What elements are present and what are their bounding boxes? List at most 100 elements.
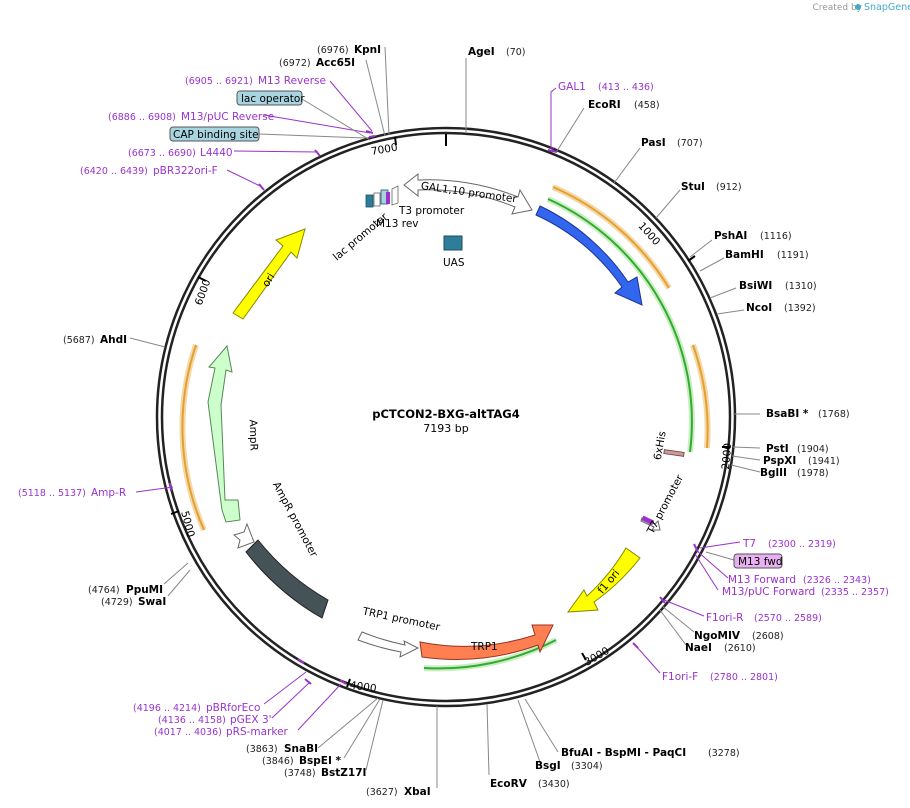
site-psti-pos: (1904) — [797, 444, 829, 455]
primer-pbr322ori-f-range: (6420 .. 6439) — [80, 166, 148, 177]
orange-track-2 — [692, 344, 709, 449]
site-ngomiv: NgoMIV — [694, 630, 741, 642]
feature-trp1-promoter — [357, 631, 420, 658]
site-ecori-pos: (458) — [634, 100, 660, 111]
site-bspei-pos: (3846) — [262, 756, 294, 767]
primer-gal1-range: (413 .. 436) — [598, 82, 654, 93]
tick-label-3000: 3000 — [582, 645, 611, 669]
tick-label-7000: 7000 — [370, 142, 398, 158]
boxed-label-cap-binding-site-text: CAP binding site — [173, 129, 259, 141]
primer-m13-forward: M13 Forward — [728, 574, 796, 586]
green-track-1 — [547, 198, 693, 453]
site-pspxi: PspXI — [763, 455, 796, 467]
tick-label-1000: 1000 — [636, 220, 663, 248]
feature-label-ampr: AmpR — [247, 419, 260, 451]
boxed-label-lac-operator: lac operator — [236, 90, 305, 106]
site-ncoi: NcoI — [746, 302, 772, 314]
site-bsiwi-pos: (1310) — [785, 281, 817, 292]
feature-t3-promoter-marker — [391, 185, 399, 206]
site-stui: StuI — [681, 181, 705, 193]
primer-m13-puc-forward-range: (2335 .. 2357) — [821, 587, 889, 598]
site-ecori: EcoRI — [588, 99, 621, 111]
plasmid-length: 7193 bp — [423, 422, 468, 435]
site-acc65i: Acc65I — [316, 57, 355, 69]
feature-m13-rev-marker — [386, 192, 390, 204]
site-swai-pos: (4729) — [101, 597, 133, 608]
site-naei: NaeI — [685, 642, 712, 654]
primer-m13-forward-range: (2326 .. 2343) — [803, 575, 871, 586]
site-ecorv: EcoRV — [490, 778, 528, 790]
primer-amp-r-range: (5118 .. 5137) — [18, 488, 86, 499]
primer-m13-reverse-range: (6905 .. 6921) — [185, 76, 253, 87]
site-acc65i-pos: (6972) — [279, 58, 311, 69]
site-bsgi: BsgI — [535, 760, 561, 772]
site-ncoi-pos: (1392) — [784, 303, 816, 314]
feature-label-ampr-promoter: AmpR promoter — [270, 480, 320, 560]
site-psti: PstI — [766, 443, 789, 455]
feature-cen-ars — [245, 539, 329, 619]
site-bspei: BspEI * — [299, 755, 342, 767]
feature-label-m13-rev: M13 rev — [376, 218, 419, 230]
boxed-label-leaders — [258, 98, 735, 561]
orange-track-3 — [181, 344, 205, 531]
credit-brand: SnapGene — [864, 2, 910, 13]
site-pspxi-pos: (1941) — [808, 456, 840, 467]
site-bamhi: BamHI — [725, 249, 764, 261]
primer-gal1: GAL1 — [558, 81, 586, 93]
site-bamhi-pos: (1191) — [777, 250, 809, 261]
site-ppumi-pos: (4764) — [88, 585, 120, 596]
primer-t7: T7 — [742, 538, 756, 550]
primer-f1ori-f: F1ori-F — [662, 671, 698, 683]
feature-label-t7-promoter: T7 promoter — [644, 472, 686, 537]
feature-6xhis — [663, 449, 685, 457]
primer-marks — [169, 130, 699, 685]
site-leaders — [129, 46, 761, 788]
site-ngomiv-pos: (2608) — [752, 631, 784, 642]
tick-label-2000: 2000 — [720, 442, 734, 470]
primer-f1ori-r: F1ori-R — [706, 612, 743, 624]
site-bglii-pos: (1978) — [797, 468, 829, 479]
primer-prs-marker: pRS-marker — [226, 726, 289, 738]
primer-pgex-3-range: (4136 .. 4158) — [158, 715, 226, 726]
feature-label-6xhis: 6xHis — [652, 430, 669, 461]
feature-f1-ori — [566, 547, 641, 613]
orange-track-1 — [552, 186, 670, 289]
feature-label-trp1: TRP1 — [470, 641, 498, 653]
primer-m13-puc-forward: M13/pUC Forward — [722, 586, 815, 598]
site-snabi-pos: (3863) — [246, 744, 278, 755]
primer-m13-puc-reverse-range: (6886 .. 6908) — [108, 112, 176, 123]
green-track-halo-1 — [546, 196, 695, 453]
primer-l4440-range: (6673 .. 6690) — [128, 148, 196, 159]
feature-cap-site-marker — [365, 194, 374, 208]
feature-tagbfp — [535, 205, 643, 306]
primer-f1ori-f-range: (2780 .. 2801) — [710, 672, 778, 683]
feature-ampr-promoter — [232, 522, 255, 549]
site-bglii: BglII — [760, 467, 787, 479]
primer-l4440: L4440 — [200, 147, 233, 159]
site-bsabi-pos: (1768) — [818, 409, 850, 420]
site-pasi-pos: (707) — [677, 138, 703, 149]
site-bfuai-pos: (3278) — [708, 748, 740, 759]
boxed-label-m13-fwd: M13 fwd — [733, 553, 783, 569]
feature-label-trp1-promoter: TRP1 promoter — [360, 605, 441, 633]
primer-m13-puc-reverse: M13/pUC Reverse — [181, 111, 274, 123]
site-kpni: KpnI — [354, 44, 381, 56]
site-xbai-pos: (3627) — [366, 787, 398, 798]
primer-f1ori-r-range: (2570 .. 2589) — [754, 613, 822, 624]
site-agei: AgeI — [468, 46, 495, 58]
feature-label-t3-promoter: T3 promoter — [398, 205, 465, 217]
site-naei-pos: (2610) — [724, 643, 756, 654]
site-stui-pos: (912) — [716, 182, 742, 193]
site-pshai-pos: (1116) — [760, 231, 792, 242]
feature-uas — [443, 235, 463, 251]
primer-m13-reverse: M13 Reverse — [258, 75, 326, 87]
site-bstz17i-pos: (3748) — [284, 768, 316, 779]
site-bsgi-pos: (3304) — [571, 761, 603, 772]
primer-pbr322ori-f: pBR322ori-F — [153, 165, 218, 177]
primer-pgex-3: pGEX 3' — [230, 714, 272, 726]
site-bsabi: BsaBI * — [766, 408, 809, 420]
site-agei-pos: (70) — [506, 47, 526, 58]
primer-amp-r: Amp-R — [91, 487, 126, 499]
primer-leaders — [135, 80, 741, 731]
